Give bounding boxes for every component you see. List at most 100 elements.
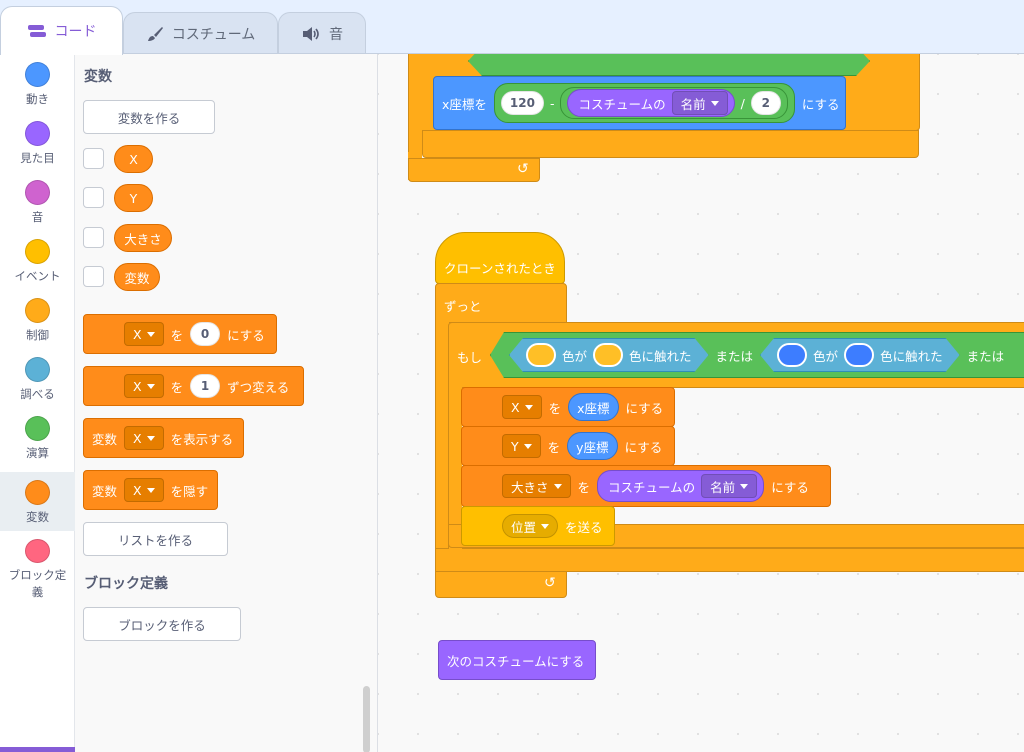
category-control[interactable]: 制御 — [0, 290, 75, 349]
costume-dropdown[interactable]: 名前 — [701, 474, 758, 498]
make-list-button[interactable]: リストを作る — [83, 522, 228, 556]
sound-dot-icon — [25, 180, 50, 205]
make-variable-button[interactable]: 変数を作る — [83, 100, 215, 134]
block-text: もし — [457, 350, 483, 365]
subtract-reporter[interactable]: 120 - コスチュームの 名前 / 2 — [493, 83, 795, 123]
touching-color-condition-2[interactable]: 色が 色に触れた — [760, 338, 960, 372]
variable-dropdown[interactable]: X — [124, 322, 164, 346]
costume-reporter[interactable]: コスチュームの 名前 — [597, 470, 765, 502]
chevron-down-icon — [146, 331, 155, 337]
color-swatch-2[interactable] — [593, 343, 623, 367]
category-label: ブロック定義 — [8, 568, 67, 599]
category-variables[interactable]: 変数 — [0, 472, 75, 531]
set-y-variable-block[interactable]: Y を y座標 にする — [461, 426, 675, 466]
variable-checkbox-x[interactable] — [83, 148, 104, 169]
costume-dropdown[interactable]: 名前 — [671, 91, 728, 115]
category-operators[interactable]: 演算 — [0, 408, 75, 467]
tab-costumes[interactable]: コスチューム — [123, 12, 278, 54]
variable-checkbox-y[interactable] — [83, 187, 104, 208]
sensing-dot-icon — [25, 357, 50, 382]
block-text: にする — [624, 439, 663, 455]
block-text: ずつ変える — [227, 379, 290, 395]
variable-reporter-size[interactable]: 大きさ — [114, 224, 172, 252]
variable-checkbox-size[interactable] — [83, 227, 104, 248]
palette-scrollbar[interactable] — [363, 686, 370, 752]
category-my-blocks[interactable]: ブロック定義 — [0, 531, 75, 601]
block-text: または — [966, 348, 1005, 364]
chevron-down-icon — [541, 523, 550, 529]
chevron-down-icon — [710, 100, 719, 106]
message-dropdown[interactable]: 位置 — [502, 514, 559, 538]
variable-dropdown[interactable]: X — [124, 478, 164, 502]
forever-block[interactable]: ずっと — [435, 283, 567, 323]
tab-code[interactable]: コード — [0, 6, 123, 55]
category-sensing[interactable]: 調べる — [0, 349, 75, 408]
category-menu: 動き 見た目 音 イベント 制御 調べる 演算 変数 — [0, 54, 75, 752]
next-costume-block[interactable]: 次のコスチュームにする — [438, 640, 596, 680]
touching-color-condition-1[interactable]: 色が 色に触れた — [509, 338, 709, 372]
x-position-reporter[interactable]: x座標 — [568, 393, 619, 421]
dropdown-value: Y — [511, 438, 519, 454]
broadcast-block[interactable]: 位置 を送る — [461, 506, 615, 546]
color-swatch-1[interactable] — [526, 343, 556, 367]
y-position-reporter[interactable]: y座標 — [567, 432, 618, 460]
tab-bar: コード コスチューム 音 — [0, 0, 1024, 55]
hide-variable-block[interactable]: 変数 X を隠す — [83, 470, 218, 510]
variable-reporter-x[interactable]: X — [114, 145, 153, 173]
when-cloned-hat-block[interactable]: クローンされたとき — [435, 232, 565, 284]
variable-reporter-y[interactable]: Y — [114, 184, 153, 212]
set-variable-block[interactable]: X を 0 にする — [83, 314, 277, 354]
variables-dot-icon — [25, 480, 50, 505]
or-condition[interactable]: 色が 色に触れた または 色が 色に触れた または — [490, 332, 1024, 378]
forever-block-bottom: ↺ — [435, 571, 567, 598]
number-input[interactable]: 120 — [500, 91, 544, 115]
block-text: / — [740, 95, 745, 111]
number-input[interactable]: 1 — [190, 374, 221, 398]
category-sound[interactable]: 音 — [0, 172, 75, 231]
my-blocks-heading: ブロック定義 — [84, 576, 168, 592]
variable-reporter-variable[interactable]: 変数 — [114, 263, 160, 291]
color-swatch-3[interactable] — [777, 343, 807, 367]
block-text: コスチュームの — [608, 479, 696, 495]
set-x-variable-block[interactable]: X を x座標 にする — [461, 387, 675, 427]
variable-checkbox-variable[interactable] — [83, 266, 104, 287]
make-block-button[interactable]: ブロックを作る — [83, 607, 241, 641]
variable-dropdown[interactable]: X — [124, 374, 164, 398]
change-variable-block[interactable]: X を 1 ずつ変える — [83, 366, 304, 406]
set-x-block[interactable]: x座標を 120 - コスチュームの 名前 / 2 にする — [433, 76, 846, 130]
dropdown-value: 名前 — [680, 96, 706, 112]
block-text: コスチュームの — [578, 96, 666, 112]
costume-reporter[interactable]: コスチュームの 名前 — [567, 89, 735, 117]
variable-dropdown[interactable]: Y — [502, 434, 541, 458]
show-variable-block[interactable]: 変数 X を表示する — [83, 418, 244, 458]
variable-dropdown[interactable]: 大きさ — [502, 474, 571, 498]
color-swatch-4[interactable] — [844, 343, 874, 367]
block-text: または — [715, 348, 754, 364]
block-text: にする — [625, 400, 664, 416]
block-text: にする — [227, 327, 265, 343]
set-size-variable-block[interactable]: 大きさ を コスチュームの 名前 にする — [461, 465, 831, 507]
condition-partial[interactable] — [468, 54, 870, 76]
script-area[interactable]: x座標を 120 - コスチュームの 名前 / 2 にする ↺ クローン — [378, 54, 1024, 752]
control-dot-icon — [25, 298, 50, 323]
variable-dropdown[interactable]: X — [124, 426, 164, 450]
category-label: 制御 — [26, 328, 49, 342]
tab-sounds[interactable]: 音 — [278, 12, 366, 54]
category-looks[interactable]: 見た目 — [0, 113, 75, 172]
block-text: 色に触れた — [880, 348, 943, 364]
category-events[interactable]: イベント — [0, 231, 75, 290]
block-text: を表示する — [170, 431, 234, 447]
tab-costumes-label: コスチューム — [171, 26, 256, 43]
dropdown-value: X — [511, 399, 520, 415]
block-text: 色が — [813, 348, 839, 364]
motion-dot-icon — [25, 62, 50, 87]
dropdown-value: X — [133, 378, 142, 394]
category-label: イベント — [14, 269, 61, 283]
variable-dropdown[interactable]: X — [502, 395, 542, 419]
divide-reporter[interactable]: コスチュームの 名前 / 2 — [560, 87, 788, 119]
number-input[interactable]: 2 — [750, 91, 781, 115]
number-input[interactable]: 0 — [190, 322, 221, 346]
dropdown-value: X — [133, 430, 142, 446]
tab-code-label: コード — [54, 24, 97, 40]
category-motion[interactable]: 動き — [0, 54, 75, 113]
